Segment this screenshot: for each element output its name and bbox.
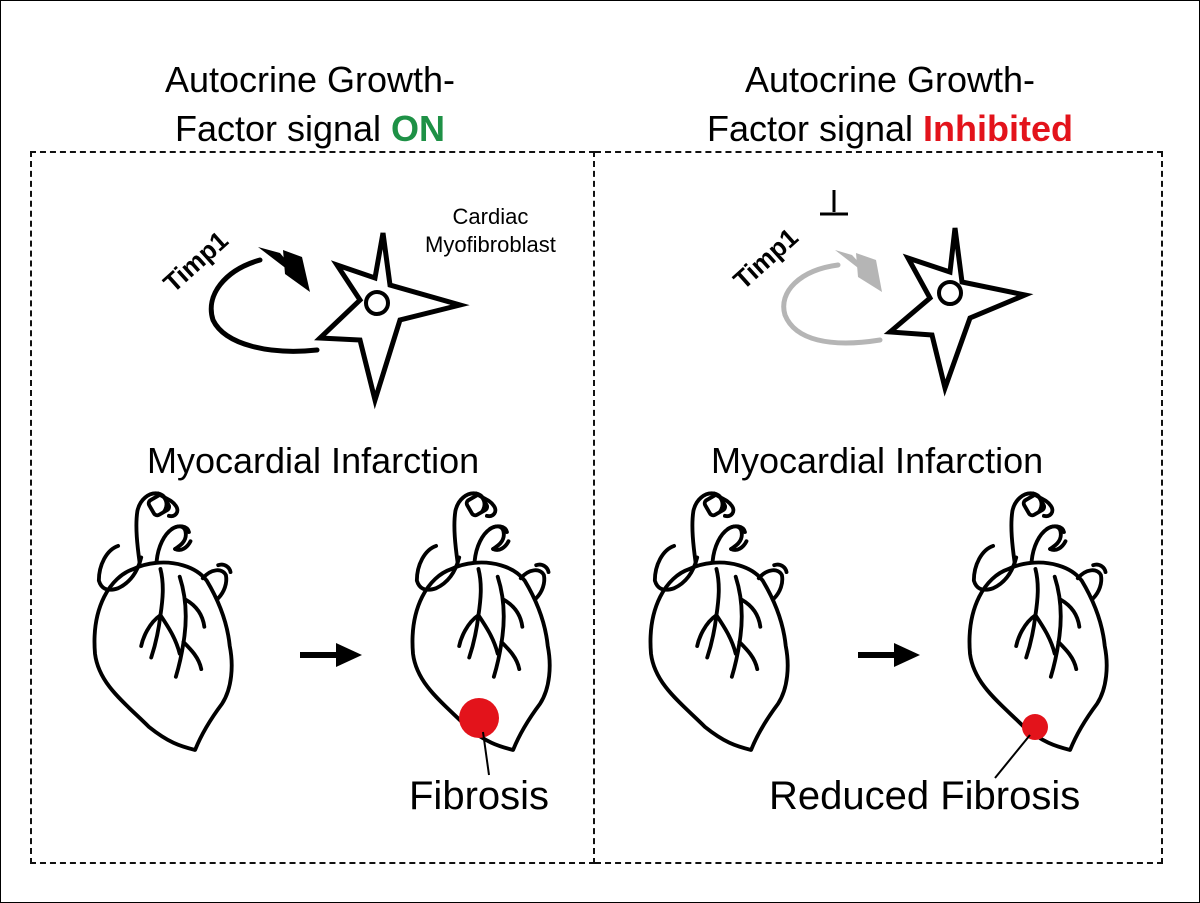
fibrosis-spot-large [459,698,499,738]
right-panel-title: Autocrine Growth- Factor signal Inhibite… [640,55,1140,153]
arrowhead-right-fill [856,253,882,292]
left-title-line1: Autocrine Growth- [164,59,456,100]
left-title-line2: Factor signal [174,108,392,149]
cell-label: Cardiac Myofibroblast [425,203,556,259]
right-panel-box [595,151,1163,864]
signal-on-label: ON [391,108,446,149]
reduced-fibrosis-pointer [994,734,1031,779]
progression-arrow-left-head [336,643,362,667]
cell-nucleus-right [937,280,963,306]
mi-label-left: Myocardial Infarction [147,440,480,481]
cell-nucleus-left [364,290,390,316]
progression-arrow-right-head [894,643,920,667]
signal-inhibited-label: Inhibited [923,108,1074,149]
fibrosis-pointer [482,731,490,776]
mi-label-right: Myocardial Infarction [711,440,1044,481]
right-title-line2: Factor signal [706,108,924,149]
myofibroblast-cell-right [883,227,1034,397]
myofibroblast-cell-left [314,232,470,410]
heart-left-before [92,491,234,752]
left-panel-box [30,151,595,864]
arrowhead-left-fill [283,250,310,292]
cell-label-line2: Myofibroblast [425,232,556,257]
heart-right-after [967,491,1109,752]
heart-right-before [648,491,790,752]
autocrine-loop-arrow-right [781,262,883,346]
fibrosis-spot-small [1022,714,1048,740]
autocrine-loop-arrow-left [208,257,320,354]
left-panel-title: Autocrine Growth- Factor signal ON [60,55,560,153]
right-title-line1: Autocrine Growth- [744,59,1036,100]
fibrosis-label: Fibrosis [409,774,550,818]
reduced-fibrosis-label: Reduced Fibrosis [769,774,1081,818]
cell-label-line1: Cardiac [452,204,529,229]
